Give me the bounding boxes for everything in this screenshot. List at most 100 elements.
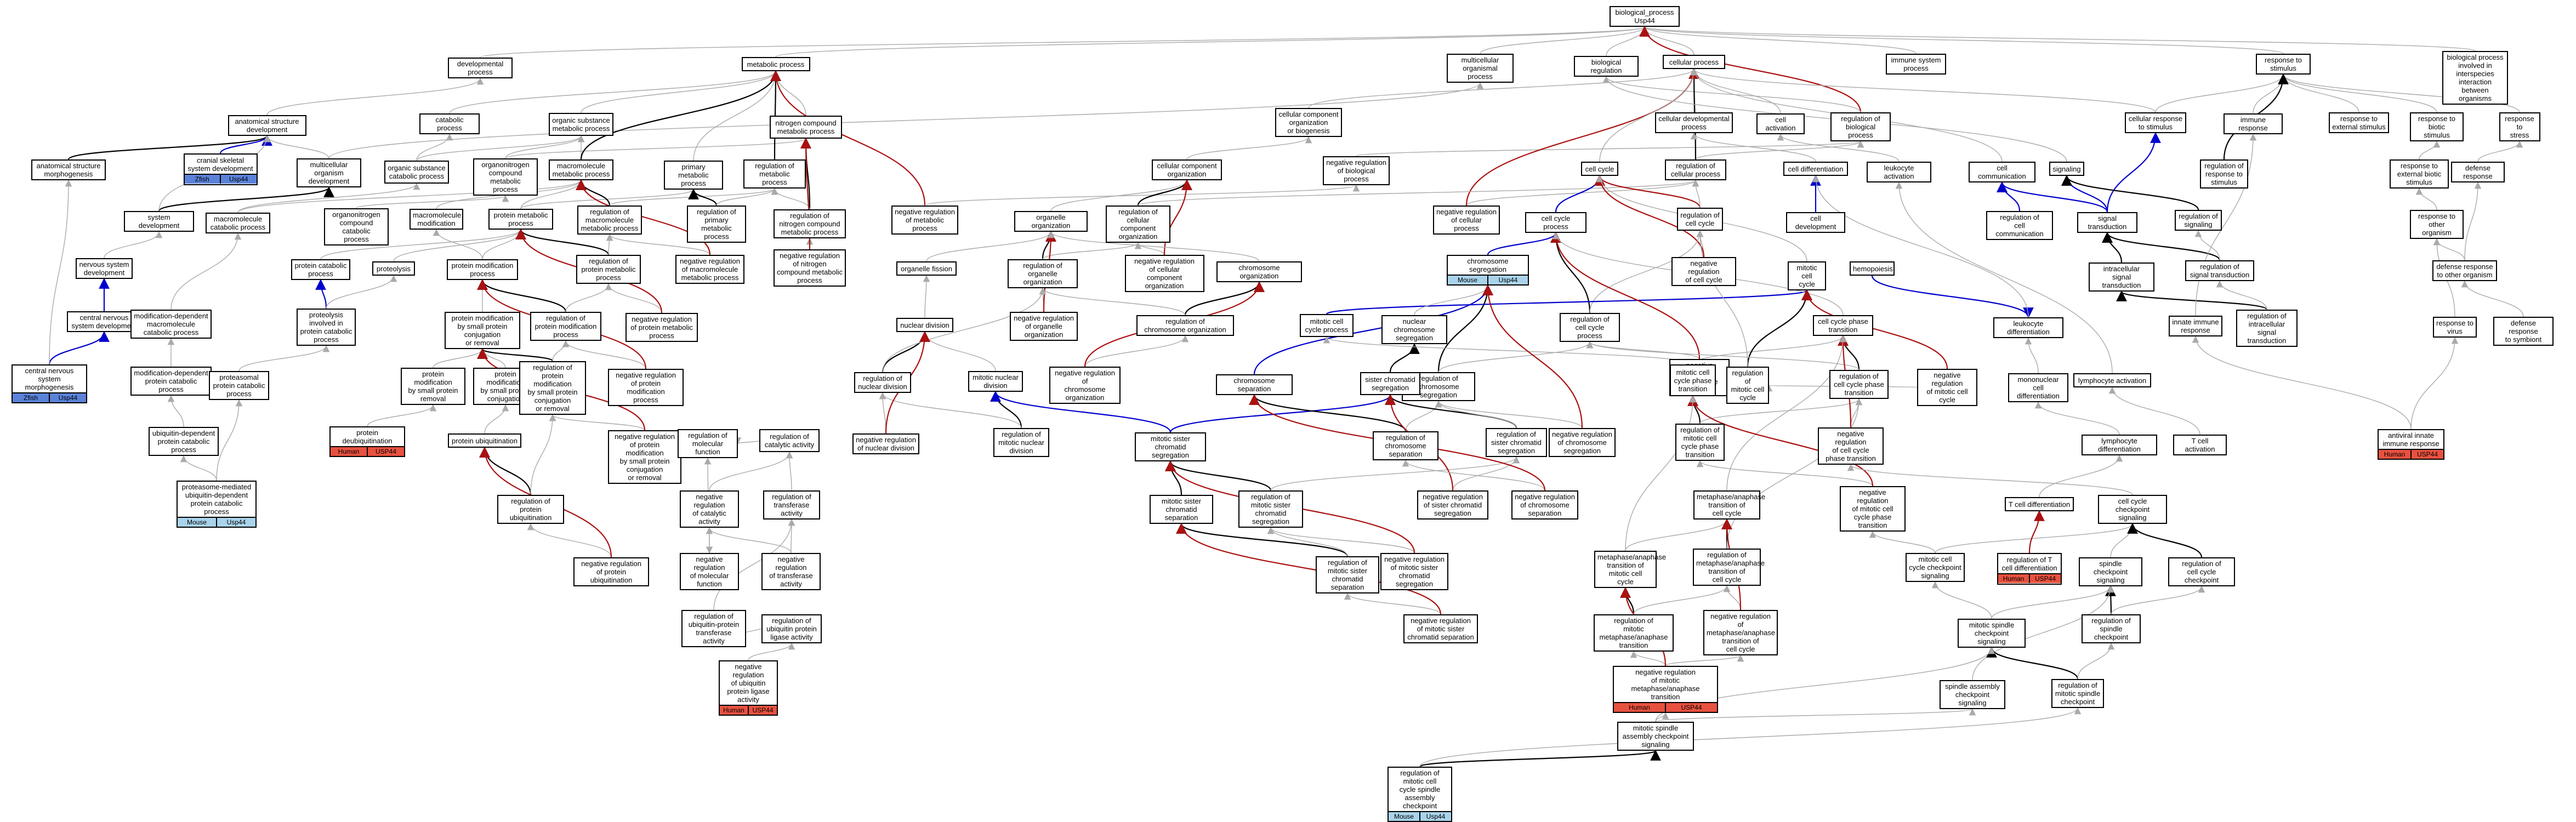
go-term-biological-process-involved-in-interspecies-interaction-between-organisms[interactable]: biological process involved in interspec… xyxy=(2442,51,2508,105)
go-term-regulation-of-cell-cycle-process[interactable]: regulation of cell cycle process xyxy=(1560,313,1620,342)
go-term-negative-regulation-of-ubiquitin-protein-ligase-activity[interactable]: negative regulation of ubiquitin protein… xyxy=(719,660,778,716)
go-term-negative-regulation-of-organelle-organization[interactable]: negative regulation of organelle organiz… xyxy=(1010,312,1078,341)
go-term-mitotic-cell-cycle-phase-transition[interactable]: mitotic cell cycle phase transition xyxy=(1670,364,1716,396)
go-term-negative-regulation-of-cellular-component-organization[interactable]: negative regulation of cellular componen… xyxy=(1124,255,1204,292)
go-term-response-to-external-biotic-stimulus[interactable]: response to external biotic stimulus xyxy=(2390,159,2449,189)
go-term-regulation-of-signal-transduction[interactable]: regulation of signal transduction xyxy=(2185,260,2254,281)
go-term-negative-regulation-of-molecular-function[interactable]: negative regulation of molecular functio… xyxy=(680,553,739,590)
go-term-negative-regulation-of-cellular-process[interactable]: negative regulation of cellular process xyxy=(1433,206,1500,235)
go-term-nuclear-chromosome-segregation[interactable]: nuclear chromosome segregation xyxy=(1381,315,1447,344)
go-term-regulation-of-cell-cycle-phase-transition[interactable]: regulation of cell cycle phase transitio… xyxy=(1829,370,1889,399)
go-term-regulation-of-mitotic-nuclear-division[interactable]: regulation of mitotic nuclear division xyxy=(993,428,1049,457)
go-term-regulation-of-protein-modification-process[interactable]: regulation of protein modification proce… xyxy=(530,312,601,341)
go-term-response-to-stimulus[interactable]: response to stimulus xyxy=(2256,54,2311,75)
go-term-negative-regulation-of-protein-modification-process[interactable]: negative regulation of protein modificat… xyxy=(608,369,684,406)
go-term-cellular-developmental-process[interactable]: cellular developmental process xyxy=(1655,112,1733,133)
go-term-signal-transduction[interactable]: signal transduction xyxy=(2077,212,2137,233)
go-term-spindle-checkpoint-signaling[interactable]: spindle checkpoint signaling xyxy=(2079,557,2142,586)
go-term-regulation-of-protein-ubiquitination[interactable]: regulation of protein ubiquitination xyxy=(497,495,564,524)
go-term-t-cell-differentiation[interactable]: T cell differentiation xyxy=(2005,497,2074,511)
go-term-primary-metabolic-process[interactable]: primary metabolic process xyxy=(664,161,723,190)
go-term-developmental-process[interactable]: developmental process xyxy=(448,58,513,78)
go-term-regulation-of-ubiquitin-protein-ligase-activity[interactable]: regulation of ubiquitin protein ligase a… xyxy=(761,614,822,643)
go-term-mitotic-nuclear-division[interactable]: mitotic nuclear division xyxy=(968,371,1023,392)
go-term-catabolic-process[interactable]: catabolic process xyxy=(419,113,480,134)
go-term-cell-cycle-phase-transition[interactable]: cell cycle phase transition xyxy=(1813,315,1873,336)
go-term-regulation-of-cellular-process[interactable]: regulation of cellular process xyxy=(1665,159,1726,180)
go-term-metabolic-process[interactable]: metabolic process xyxy=(741,57,810,71)
go-term-regulation-of-signaling[interactable]: regulation of signaling xyxy=(2175,210,2222,231)
go-term-biological-regulation[interactable]: biological regulation xyxy=(1574,56,1639,77)
go-term-lymphocyte-differentiation[interactable]: lymphocyte differentiation xyxy=(2082,435,2157,455)
go-term-modification-dependent-macromolecule-catabolic-process[interactable]: modification-dependent macromolecule cat… xyxy=(130,310,212,339)
go-term-proteasome-mediated-ubiquitin-dependent-protein-catabolic-process[interactable]: proteasome-mediated ubiquitin-dependent … xyxy=(177,481,257,528)
go-term-regulation-of-cellular-component-organization[interactable]: regulation of cellular component organiz… xyxy=(1106,206,1170,243)
go-term-regulation-of-mitotic-cell-cycle-spindle-assembly-checkpoint[interactable]: regulation of mitotic cell cycle spindle… xyxy=(1387,767,1452,822)
go-term-cell-communication[interactable]: cell communication xyxy=(1969,162,2035,182)
go-term-regulation-of-chromosome-organization[interactable]: regulation of chromosome organization xyxy=(1136,315,1234,336)
go-term-mitotic-spindle-checkpoint-signaling[interactable]: mitotic spindle checkpoint signaling xyxy=(1958,619,2026,648)
go-term-spindle-assembly-checkpoint-signaling[interactable]: spindle assembly checkpoint signaling xyxy=(1940,680,2005,709)
go-term-regulation-of-metaphase-anaphase-transition-of-cell-cycle[interactable]: regulation of metaphase/anaphase transit… xyxy=(1693,549,1765,586)
go-term-response-to-biotic-stimulus[interactable]: response to biotic stimulus xyxy=(2410,112,2464,141)
go-term-negative-regulation-of-biological-process[interactable]: negative regulation of biological proces… xyxy=(1323,156,1390,185)
go-term-negative-regulation-of-mitotic-cell-cycle[interactable]: negative regulation of mitotic cell cycl… xyxy=(1917,369,1977,406)
go-term-response-to-stress[interactable]: response to stress xyxy=(2499,112,2540,141)
go-term-biological-process-usp44[interactable]: biological_process Usp44 xyxy=(1610,6,1680,27)
go-term-negative-regulation-of-mitotic-sister-chromatid-separation[interactable]: negative regulation of mitotic sister ch… xyxy=(1403,614,1478,643)
go-term-regulation-of-cell-cycle[interactable]: regulation of cell cycle xyxy=(1677,208,1723,231)
go-term-lymphocyte-activation[interactable]: lymphocyte activation xyxy=(2073,373,2151,387)
go-term-immune-response[interactable]: immune response xyxy=(2224,113,2283,134)
go-term-protein-modification-by-small-protein-conjugation[interactable]: protein modification by small protein co… xyxy=(473,368,538,405)
go-term-regulation-of-mitotic-metaphase-anaphase-transition[interactable]: regulation of mitotic metaphase/anaphase… xyxy=(1594,614,1674,652)
go-term-nervous-system-development[interactable]: nervous system development xyxy=(76,258,133,279)
go-term-proteolysis[interactable]: proteolysis xyxy=(372,261,415,276)
go-term-negative-regulation-of-catalytic-activity[interactable]: negative regulation of catalytic activit… xyxy=(680,490,739,528)
go-term-macromolecule-metabolic-process[interactable]: macromolecule metabolic process xyxy=(549,159,613,180)
go-term-cellular-component-organization-or-biogenesis[interactable]: cellular component organization or bioge… xyxy=(1275,108,1342,137)
go-term-negative-regulation-of-chromosome-organization[interactable]: negative regulation of chromosome organi… xyxy=(1049,367,1121,404)
go-term-anatomical-structure-morphogenesis[interactable]: anatomical structure morphogenesis xyxy=(31,159,106,180)
go-term-proteasomal-protein-catabolic-process[interactable]: proteasomal protein catabolic process xyxy=(209,371,269,400)
go-term-organonitrogen-compound-catabolic-process[interactable]: organonitrogen compound catabolic proces… xyxy=(324,208,389,246)
go-term-chromosome-separation[interactable]: chromosome separation xyxy=(1216,374,1293,395)
go-term-cellular-response-to-stimulus[interactable]: cellular response to stimulus xyxy=(2125,112,2186,133)
go-term-regulation-of-ubiquitin-protein-transferase-activity[interactable]: regulation of ubiquitin-protein transfer… xyxy=(681,610,746,647)
go-term-metaphase-anaphase-transition-of-cell-cycle[interactable]: metaphase/anaphase transition of cell cy… xyxy=(1693,490,1765,520)
go-term-nitrogen-compound-metabolic-process[interactable]: nitrogen compound metabolic process xyxy=(770,116,842,139)
go-term-sister-chromatid-segregation[interactable]: sister chromatid segregation xyxy=(1360,372,1420,395)
go-term-organonitrogen-compound-metabolic-process[interactable]: organonitrogen compound metabolic proces… xyxy=(473,158,538,196)
go-term-regulation-of-mitotic-cell-cycle[interactable]: regulation of mitotic cell cycle xyxy=(1726,367,1769,404)
go-term-organelle-organization[interactable]: organelle organization xyxy=(1014,211,1088,232)
go-term-regulation-of-organelle-organization[interactable]: regulation of organelle organization xyxy=(1008,259,1078,288)
go-term-regulation-of-intracellular-signal-transduction[interactable]: regulation of intracellular signal trans… xyxy=(2236,310,2298,347)
go-term-t-cell-activation[interactable]: T cell activation xyxy=(2173,435,2227,455)
go-term-regulation-of-sister-chromatid-segregation[interactable]: regulation of sister chromatid segregati… xyxy=(1486,428,1547,457)
go-term-regulation-of-mitotic-sister-chromatid-separation[interactable]: regulation of mitotic sister chromatid s… xyxy=(1316,556,1379,593)
go-term-regulation-of-nuclear-division[interactable]: regulation of nuclear division xyxy=(854,372,911,393)
go-term-mononuclear-cell-differentiation[interactable]: mononuclear cell differentiation xyxy=(2008,373,2068,402)
go-term-regulation-of-nitrogen-compound-metabolic-process[interactable]: regulation of nitrogen compound metaboli… xyxy=(774,209,846,238)
go-term-protein-modification-by-small-protein-conjugation-or-removal[interactable]: protein modification by small protein co… xyxy=(445,312,520,349)
go-term-response-to-external-stimulus[interactable]: response to external stimulus xyxy=(2329,112,2389,133)
go-term-negative-regulation-of-metabolic-process[interactable]: negative regulation of metabolic process xyxy=(891,206,958,235)
go-term-negative-regulation-of-cell-cycle[interactable]: negative regulation of cell cycle xyxy=(1671,257,1736,286)
go-term-regulation-of-macromolecule-metabolic-process[interactable]: regulation of macromolecule metabolic pr… xyxy=(577,206,642,235)
go-term-regulation-of-protein-metabolic-process[interactable]: regulation of protein metabolic process xyxy=(576,255,641,284)
go-term-organic-substance-catabolic-process[interactable]: organic substance catabolic process xyxy=(384,161,449,184)
go-term-negative-regulation-of-mitotic-cell-cycle-phase-transition[interactable]: negative regulation of mitotic cell cycl… xyxy=(1840,486,1906,532)
go-term-nuclear-division[interactable]: nuclear division xyxy=(896,318,953,332)
go-term-proteolysis-involved-in-protein-catabolic-process[interactable]: proteolysis involved in protein cataboli… xyxy=(297,309,356,346)
go-term-negative-regulation-of-protein-ubiquitination[interactable]: negative regulation of protein ubiquitin… xyxy=(573,557,649,586)
go-term-negative-regulation-of-cell-cycle-phase-transition[interactable]: negative regulation of cell cycle phase … xyxy=(1818,427,1884,465)
go-term-organelle-fission[interactable]: organelle fission xyxy=(896,261,957,276)
go-term-regulation-of-spindle-checkpoint[interactable]: regulation of spindle checkpoint xyxy=(2082,614,2141,643)
go-term-negative-regulation-of-protein-modification-by-small-protein-conjugation-or-removal[interactable]: negative regulation of protein modificat… xyxy=(608,430,681,484)
go-term-innate-immune-response[interactable]: innate immune response xyxy=(2169,316,2222,336)
go-term-protein-catabolic-process[interactable]: protein catabolic process xyxy=(291,259,350,280)
